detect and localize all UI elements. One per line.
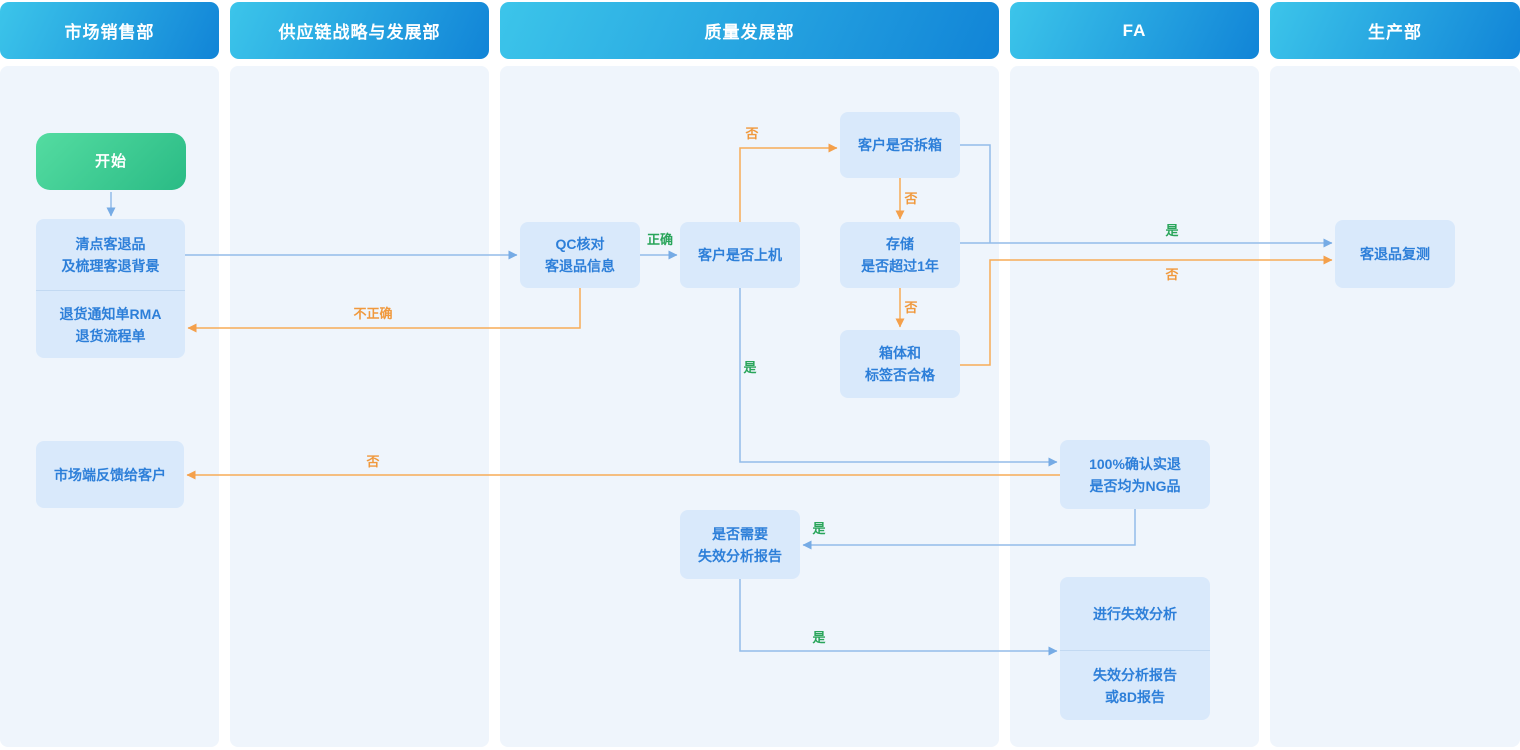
lane-title: 生产部 bbox=[1368, 23, 1422, 42]
node-start[interactable]: 开始 bbox=[36, 133, 186, 190]
lane-header-fa[interactable]: FA bbox=[1010, 2, 1259, 59]
node-label: 客户是否拆箱 bbox=[858, 137, 942, 153]
node-do-failure-analysis[interactable]: 进行失效分析 bbox=[1060, 577, 1210, 650]
node-label-line: 标签否合格 bbox=[865, 367, 935, 383]
lane-bg-supply-chain bbox=[230, 66, 489, 747]
lane-header-production[interactable]: 生产部 bbox=[1270, 2, 1520, 59]
node-label-line: 失效分析报告 bbox=[698, 547, 782, 564]
node-label: 进行失效分析 bbox=[1093, 605, 1177, 622]
node-fa-group[interactable]: 进行失效分析 失效分析报告 或8D报告 bbox=[1060, 577, 1210, 720]
node-label-line: 是否需要 bbox=[712, 525, 768, 542]
node-fa-report-or-8d[interactable]: 失效分析报告 或8D报告 bbox=[1060, 650, 1210, 720]
node-intake[interactable]: 清点客退品 及梳理客退背景 bbox=[36, 219, 185, 290]
lane-title: 质量发展部 bbox=[704, 23, 795, 42]
node-label: 开始 bbox=[94, 152, 127, 170]
lane-title: 供应链战略与发展部 bbox=[278, 23, 441, 42]
node-market-feedback-to-customer[interactable]: 市场端反馈给客户 bbox=[36, 441, 184, 508]
node-intake-rma-group[interactable]: 清点客退品 及梳理客退背景 退货通知单RMA 退货流程单 bbox=[36, 219, 185, 358]
node-rma[interactable]: 退货通知单RMA 退货流程单 bbox=[36, 290, 185, 358]
node-label-line: 100%确认实退 bbox=[1089, 455, 1181, 472]
node-label-line: QC核对 bbox=[555, 236, 605, 252]
node-customer-on-machine[interactable]: 客户是否上机 bbox=[680, 222, 800, 288]
node-confirm-all-ng[interactable]: 100%确认实退 是否均为NG品 bbox=[1060, 440, 1210, 509]
node-label-line: 存储 bbox=[886, 236, 914, 252]
node-label-line: 是否超过1年 bbox=[861, 258, 939, 274]
lane-header-quality[interactable]: 质量发展部 bbox=[500, 2, 999, 59]
lane-bg-production bbox=[1270, 66, 1520, 747]
node-label-line: 及梳理客退背景 bbox=[61, 257, 160, 274]
node-label: 客户是否上机 bbox=[698, 247, 782, 263]
lane-title: FA bbox=[1122, 20, 1147, 40]
node-returned-goods-retest[interactable]: 客退品复测 bbox=[1335, 220, 1455, 288]
node-customer-unboxed[interactable]: 客户是否拆箱 bbox=[840, 112, 960, 178]
node-label-line: 箱体和 bbox=[879, 345, 921, 361]
node-qc-check[interactable]: QC核对 客退品信息 bbox=[520, 222, 640, 288]
node-label-line: 或8D报告 bbox=[1105, 688, 1165, 705]
node-storage-over-1-year[interactable]: 存储 是否超过1年 bbox=[840, 222, 960, 288]
lane-header-marketing-sales[interactable]: 市场销售部 bbox=[0, 2, 219, 59]
lane-header-supply-chain[interactable]: 供应链战略与发展部 bbox=[230, 2, 489, 59]
node-label-line: 清点客退品 bbox=[75, 235, 146, 252]
node-label-line: 客退品信息 bbox=[545, 258, 615, 274]
node-label: 市场端反馈给客户 bbox=[54, 466, 166, 483]
node-label-line: 失效分析报告 bbox=[1093, 666, 1177, 683]
node-label-line: 退货通知单RMA bbox=[59, 305, 162, 322]
node-label: 客退品复测 bbox=[1360, 246, 1430, 262]
node-need-failure-analysis-report[interactable]: 是否需要 失效分析报告 bbox=[680, 510, 800, 579]
node-label-line: 退货流程单 bbox=[75, 327, 146, 344]
node-label-line: 是否均为NG品 bbox=[1089, 477, 1181, 494]
node-box-and-label-ok[interactable]: 箱体和 标签否合格 bbox=[840, 330, 960, 398]
lane-title: 市场销售部 bbox=[64, 23, 155, 42]
